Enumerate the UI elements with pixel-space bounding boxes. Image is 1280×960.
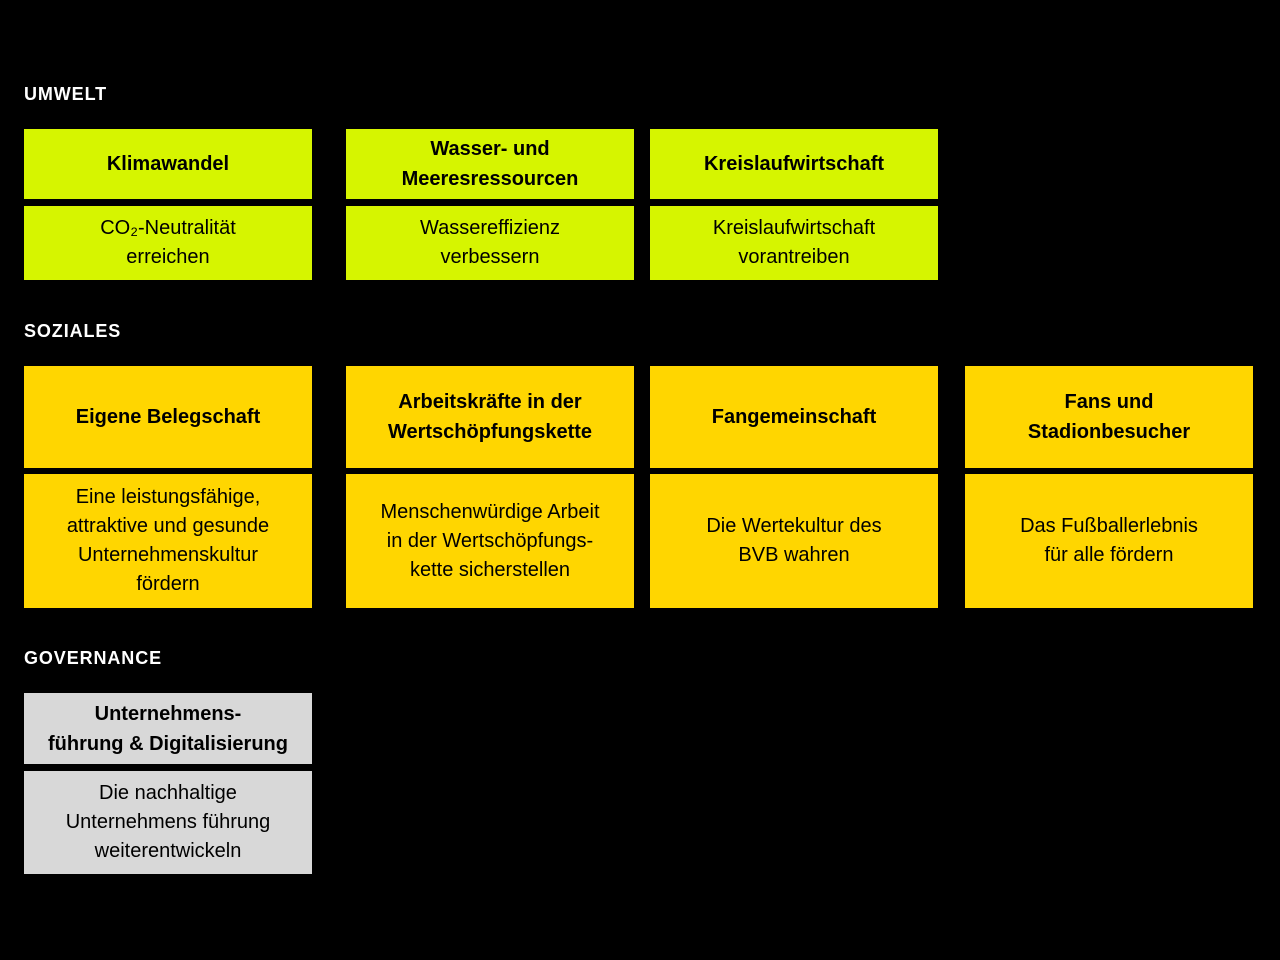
topic-title-box: Arbeitskräfte in der Wertschöpfungskette (346, 366, 634, 468)
section-governance-cards: Unternehmens- führung & Digitalisierung … (24, 693, 1280, 874)
topic-card-klimawandel: Klimawandel CO₂-Neutralität erreichen (24, 129, 312, 280)
topic-title-box: Fans und Stadionbesucher (965, 366, 1253, 468)
topic-goal-box: Menschenwürdige Arbeit in der Wertschöpf… (346, 474, 634, 608)
topic-goal-box: Eine leistungsfähige, attraktive und ges… (24, 474, 312, 608)
section-governance-label: GOVERNANCE (24, 648, 163, 668)
topic-title-box: Wasser- und Meeresressourcen (346, 129, 634, 199)
topic-title: Klimawandel (106, 153, 230, 175)
section-governance: GOVERNANCE Unternehmens- führung & Digit… (24, 649, 1280, 874)
topic-goal-box: Die Wertekultur des BVB wahren (650, 474, 938, 608)
topic-title: Kreislaufwirtschaft (703, 153, 885, 175)
topic-title: Wasser- und Meeresressourcen (401, 138, 579, 190)
topic-title: Eigene Belegschaft (75, 406, 261, 428)
section-umwelt-label: UMWELT (24, 84, 108, 104)
topic-goal-box: CO₂-Neutralität erreichen (24, 206, 312, 280)
topic-title-box: Kreislaufwirtschaft (650, 129, 938, 199)
topic-goal: Das Fußballerlebnis für alle fördern (1020, 515, 1198, 566)
topic-title: Fangemeinschaft (711, 406, 877, 428)
topic-title-box: Klimawandel (24, 129, 312, 199)
topic-goal: Die Wertekultur des BVB wahren (706, 515, 882, 566)
topic-card-kreislaufwirtschaft: Kreislaufwirtschaft Kreislaufwirtschaft … (650, 129, 938, 280)
topic-goal: Die nachhaltige Unternehmens führung wei… (65, 782, 271, 862)
topic-card-wasser: Wasser- und Meeresressourcen Wassereffiz… (346, 129, 634, 280)
topic-goal-box: Wassereffizienz verbessern (346, 206, 634, 280)
topic-goal: Kreislaufwirtschaft vorantreiben (712, 217, 876, 268)
topic-goal: CO₂-Neutralität erreichen (100, 217, 236, 268)
topic-card-arbeitskraefte: Arbeitskräfte in der Wertschöpfungskette… (346, 366, 634, 608)
topic-goal-box: Die nachhaltige Unternehmens führung wei… (24, 771, 312, 874)
section-umwelt: UMWELT Klimawandel CO₂-Neutralität errei… (24, 85, 1280, 280)
topic-goal-box: Das Fußballerlebnis für alle fördern (965, 474, 1253, 608)
topic-card-unternehmensfuehrung: Unternehmens- führung & Digitalisierung … (24, 693, 312, 874)
topic-title: Fans und Stadionbesucher (1027, 391, 1191, 443)
topic-goal-box: Kreislaufwirtschaft vorantreiben (650, 206, 938, 280)
topic-goal: Eine leistungsfähige, attraktive und ges… (66, 486, 270, 595)
topic-card-belegschaft: Eigene Belegschaft Eine leistungsfähige,… (24, 366, 312, 608)
section-soziales-cards: Eigene Belegschaft Eine leistungsfähige,… (24, 366, 1280, 608)
topic-goal: Wassereffizienz verbessern (419, 217, 561, 268)
section-soziales-label: SOZIALES (24, 321, 122, 341)
topic-title-box: Unternehmens- führung & Digitalisierung (24, 693, 312, 764)
topic-title: Arbeitskräfte in der Wertschöpfungskette (387, 391, 593, 443)
topic-goal: Menschenwürdige Arbeit in der Wertschöpf… (380, 500, 600, 581)
section-soziales: SOZIALES Eigene Belegschaft Eine leistun… (24, 322, 1280, 608)
topic-title-box: Fangemeinschaft (650, 366, 938, 468)
topic-title: Unternehmens- führung & Digitalisierung (48, 702, 288, 755)
topic-card-fangemeinschaft: Fangemeinschaft Die Wertekultur des BVB … (650, 366, 938, 608)
topic-card-fans-stadionbesucher: Fans und Stadionbesucher Das Fußballerle… (965, 366, 1253, 608)
section-umwelt-cards: Klimawandel CO₂-Neutralität erreichen Wa… (24, 129, 1280, 280)
topic-title-box: Eigene Belegschaft (24, 366, 312, 468)
